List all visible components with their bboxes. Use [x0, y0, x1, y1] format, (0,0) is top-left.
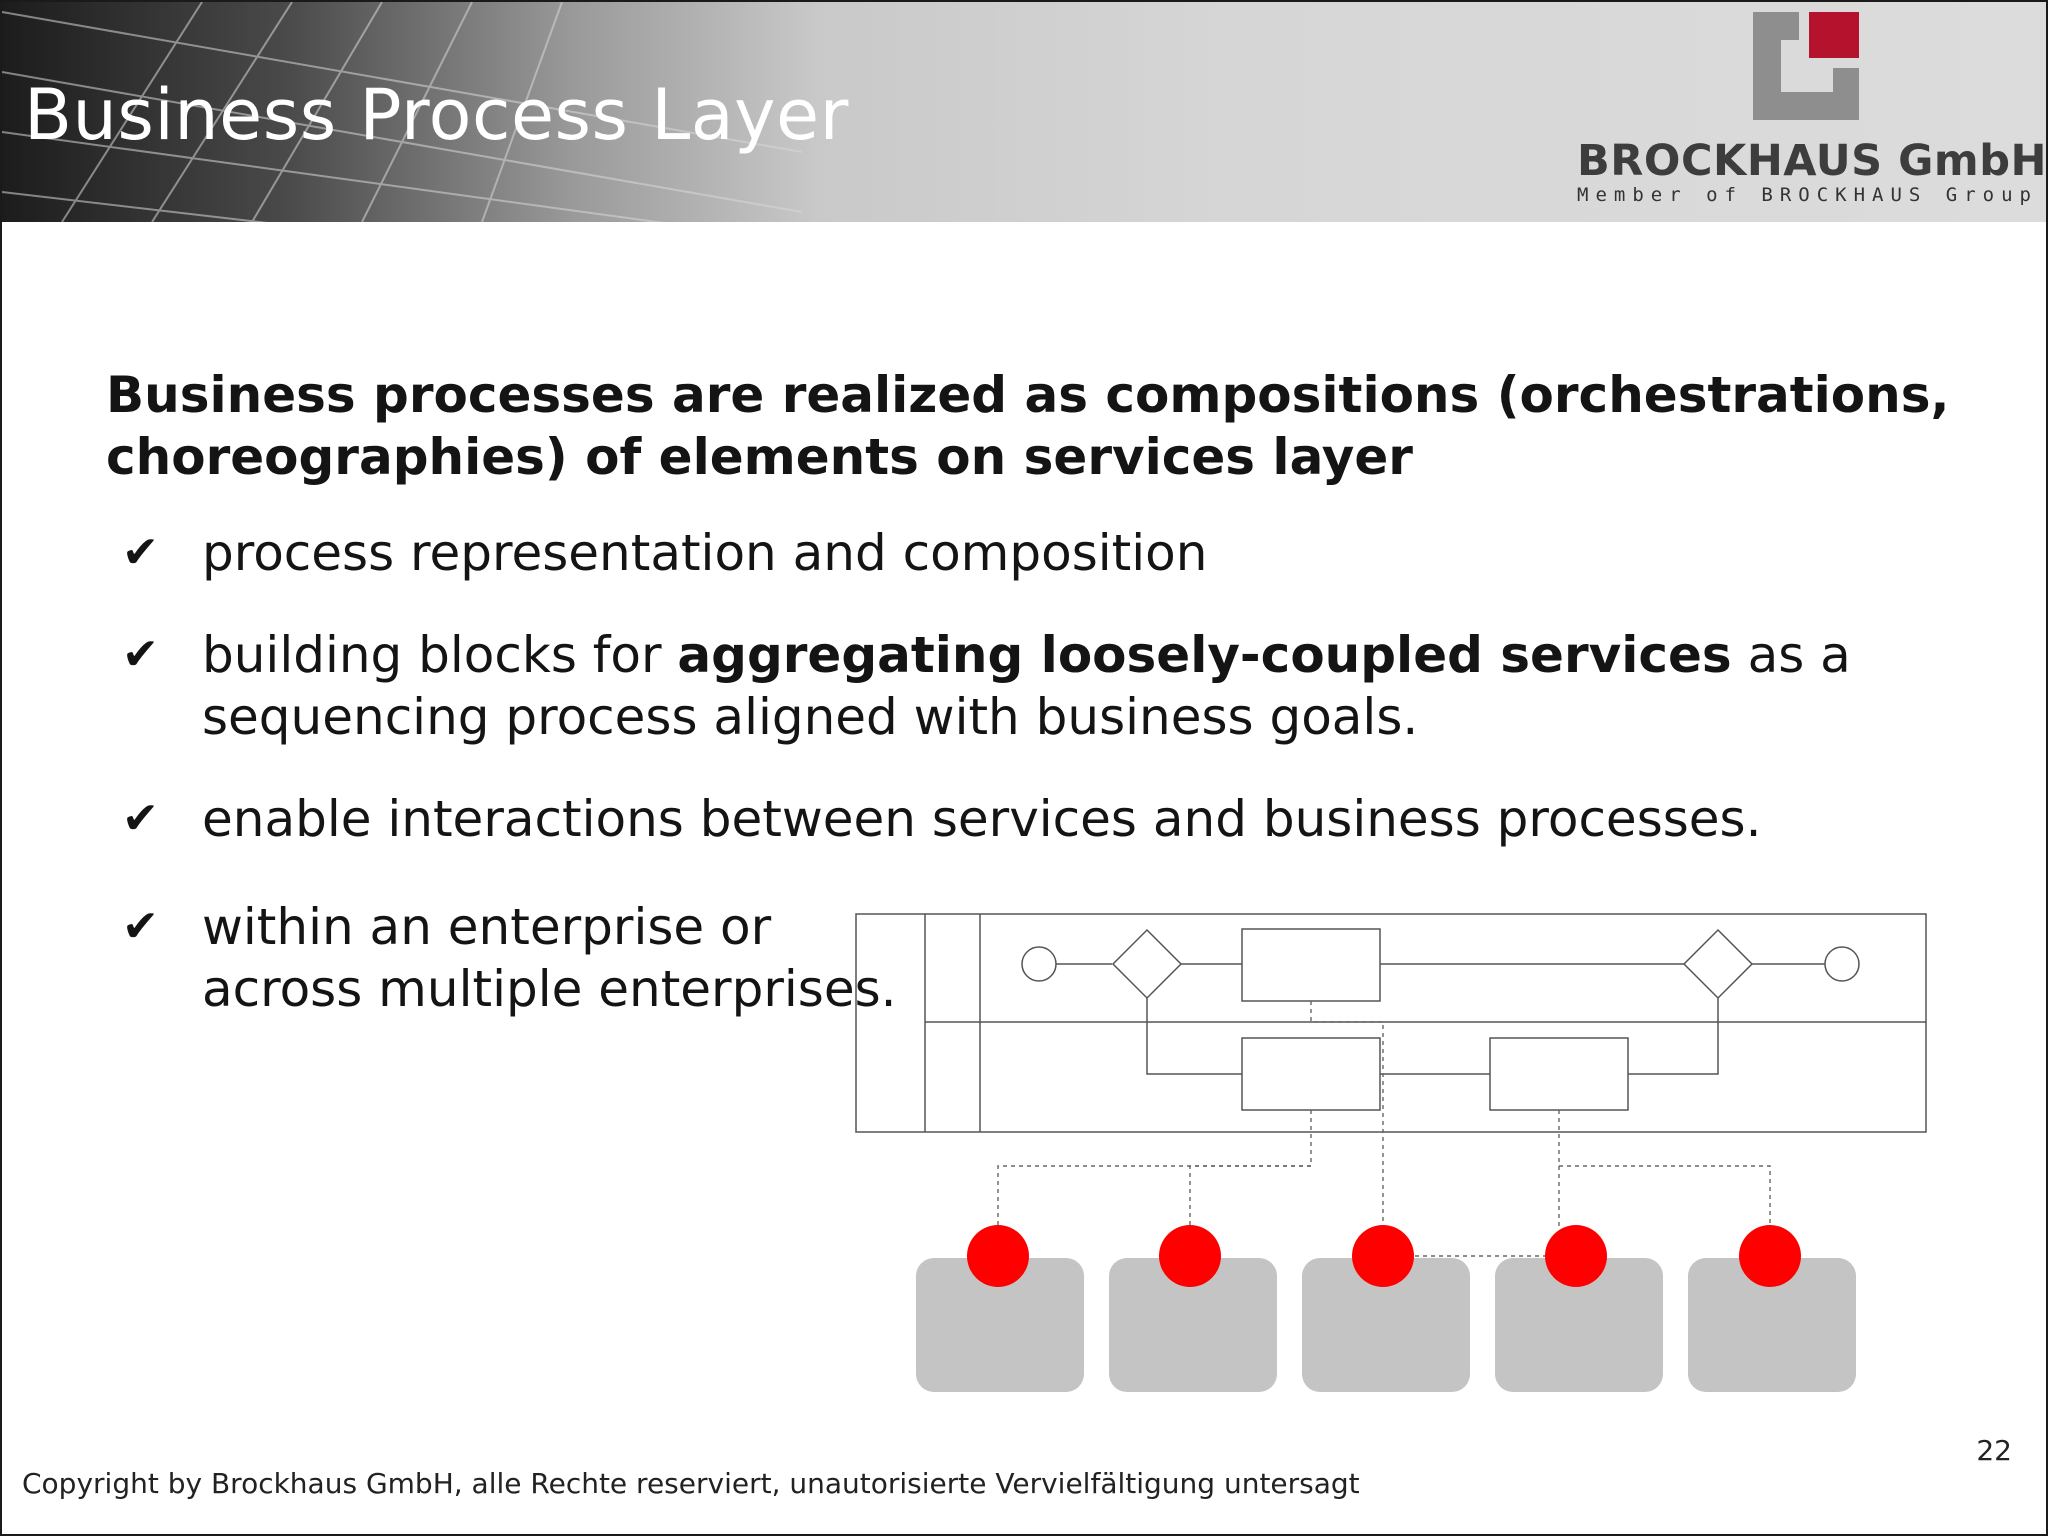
page-number: 22 — [1976, 1434, 2012, 1467]
bullet-text-bold: aggregating loosely-coupled services — [677, 626, 1732, 684]
service-block — [1302, 1258, 1470, 1392]
checkmark-icon: ✔ — [122, 793, 159, 844]
brockhaus-logo: BROCKHAUS GmbH Member of BROCKHAUS Group — [1577, 12, 2046, 212]
task-box — [1489, 1037, 1629, 1111]
bullet-text: process representation and composition — [202, 524, 1208, 582]
building-facade-image — [2, 2, 802, 222]
end-event — [1824, 946, 1860, 982]
bullet-text: within an enterprise or across multiple … — [202, 898, 897, 1018]
split-gateway — [1111, 928, 1183, 1000]
checkmark-icon: ✔ — [122, 527, 159, 578]
logo-company-name: BROCKHAUS GmbH — [1577, 136, 2046, 186]
bullet-text: building blocks for aggregating loosely-… — [202, 624, 2022, 748]
copyright-footer: Copyright by Brockhaus GmbH, alle Rechte… — [22, 1467, 1360, 1500]
service-block — [1688, 1258, 1856, 1392]
bullet-text-pre: building blocks for — [202, 626, 678, 684]
service-block — [1109, 1258, 1277, 1392]
checkmark-icon: ✔ — [122, 629, 159, 680]
service-endpoint-dot — [1352, 1225, 1414, 1287]
service-endpoint-dot — [1545, 1225, 1607, 1287]
bullet-text: enable interactions between services and… — [202, 790, 1762, 848]
service-blocks — [916, 1258, 1856, 1392]
join-gateway — [1682, 928, 1754, 1000]
service-endpoint-dot — [1159, 1225, 1221, 1287]
service-endpoints — [967, 1225, 1801, 1287]
brockhaus-logo-icon — [1753, 12, 1859, 120]
task-box — [1241, 1037, 1381, 1111]
logo-tagline: Member of BROCKHAUS Group — [1577, 184, 2038, 206]
checkmark-icon: ✔ — [122, 901, 159, 952]
content-heading: Business processes are realized as compo… — [106, 366, 1950, 486]
service-endpoint-dot — [1739, 1225, 1801, 1287]
service-endpoint-dot — [967, 1225, 1029, 1287]
process-pool — [855, 913, 1927, 1133]
service-block — [1495, 1258, 1663, 1392]
slide-title: Business Process Layer — [24, 74, 849, 156]
service-block — [916, 1258, 1084, 1392]
task-box — [1241, 928, 1381, 1002]
bullet-text-post: as a sequencing process aligned with bus… — [202, 626, 1851, 746]
start-event — [1021, 946, 1057, 982]
header-banner: Business Process Layer BROCKHAUS GmbH Me… — [2, 2, 2046, 222]
